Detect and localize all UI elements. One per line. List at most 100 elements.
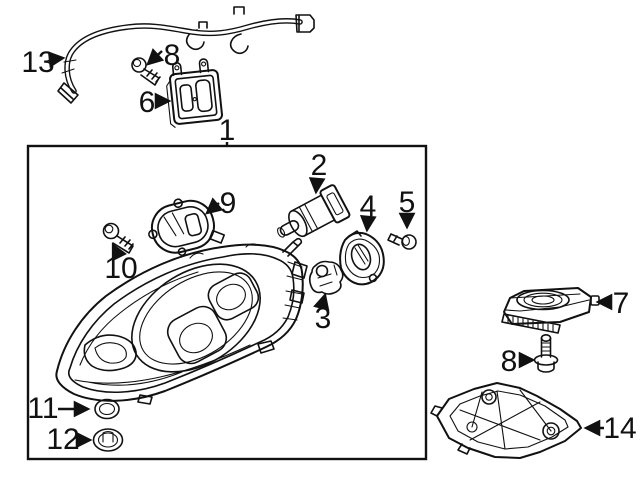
cover4-rim	[344, 238, 381, 279]
cover4-opening	[350, 243, 372, 271]
lamp-back-tabs	[289, 261, 308, 304]
module-panel-right	[195, 79, 213, 113]
bracket14-outline	[436, 382, 582, 459]
callout-arrows	[47, 48, 613, 449]
callout-12[interactable]: 12	[46, 423, 79, 456]
led-module-drawing	[501, 287, 600, 334]
ring11-outer	[94, 398, 120, 420]
callout-13[interactable]: 13	[21, 46, 54, 79]
holder3-outline	[308, 260, 344, 295]
mounting-bracket-drawing	[430, 382, 582, 459]
harness-tube-core	[65, 19, 302, 93]
lamp-pocket-outline	[83, 334, 137, 372]
callout-2-arrow	[308, 177, 326, 195]
callout-8-right[interactable]: 8	[501, 345, 518, 378]
lamp-top-bump	[189, 243, 258, 259]
module7-ring-outer	[516, 289, 570, 311]
callout-5[interactable]: 5	[399, 186, 416, 219]
module-panel-left	[179, 84, 194, 112]
wiring-harness-drawing	[57, 6, 315, 104]
callout-4[interactable]: 4	[360, 190, 377, 223]
screw-left-head-inner	[104, 224, 114, 234]
cover9-outer	[150, 199, 215, 254]
lamp-back-slats	[282, 261, 304, 321]
callout-3[interactable]: 3	[315, 302, 332, 335]
lamp-top-pin	[282, 237, 303, 257]
cap-drawing	[92, 428, 124, 452]
callout-3-arrow	[313, 292, 330, 311]
cover9-ear-top	[173, 198, 183, 209]
bolt8-tip	[540, 333, 552, 342]
bulb2-body	[290, 194, 336, 237]
lamp-contour-bottom	[74, 344, 251, 386]
bracket14-tabs	[430, 405, 471, 455]
screw-upper-shaft	[140, 68, 161, 86]
harness-right-connector	[295, 14, 315, 33]
callout-13-arrow	[47, 51, 66, 68]
cover9-inner	[157, 206, 209, 248]
screw5-head-inner	[402, 236, 410, 246]
module7-ring-mid	[523, 292, 563, 308]
module-ear-hole-left	[174, 65, 180, 71]
cover4-screw-hole	[368, 273, 378, 283]
bulb2-collar	[298, 203, 319, 233]
headlamp-drawing	[55, 237, 308, 405]
cap12-outer	[92, 428, 124, 452]
harness-band-lines	[61, 59, 77, 74]
bulb2-connector-inner	[326, 192, 344, 216]
bracket14-boss-right-hole	[546, 426, 556, 436]
callout-2[interactable]: 2	[311, 149, 328, 182]
screw5-shaft	[387, 233, 403, 246]
lamp-projector-upper	[207, 272, 260, 321]
screw-upper-head-inner	[132, 58, 142, 68]
cover9-detail	[184, 212, 203, 237]
callout-11[interactable]: 11	[27, 392, 58, 425]
screw-left-shaft	[112, 235, 134, 254]
lamp-projector-upper-lens	[216, 283, 246, 311]
lamp-inner-bezel	[67, 253, 295, 394]
module-dot	[192, 96, 197, 102]
cap12-key	[102, 430, 114, 443]
cover9-ear-left	[148, 229, 158, 240]
module-ears	[171, 58, 210, 77]
harness-tab-icon	[198, 6, 245, 29]
module7-heatsink-rail	[501, 313, 561, 334]
bracket14-boss-left	[466, 421, 478, 433]
bulb2-connector	[319, 184, 351, 224]
module7-heatsink-fins	[507, 315, 554, 333]
holder3-hole	[315, 264, 329, 278]
lamp-bottom-tab	[137, 340, 275, 405]
lamp-pocket-inner	[94, 342, 127, 364]
lamp-contour-top	[79, 271, 199, 366]
access-cover-drawing	[148, 198, 225, 257]
callout-4-arrow	[359, 215, 377, 233]
bracket14-boss-right	[542, 422, 560, 440]
bracket14-boss-top	[481, 389, 497, 405]
cover4-outer	[339, 231, 385, 286]
screw5-head	[401, 234, 417, 250]
callout-10[interactable]: 10	[104, 252, 137, 285]
cover9-ear-bottom	[177, 247, 187, 257]
callout-14[interactable]: 14	[603, 412, 636, 445]
callout-8-top[interactable]: 8	[164, 39, 181, 72]
seal-ring-drawing	[94, 398, 120, 420]
screw-upper-head	[131, 57, 147, 73]
bracket14-boss-top-hole	[485, 393, 493, 401]
cover9-creases	[163, 212, 185, 237]
cover4-tab	[348, 230, 362, 237]
callout-1[interactable]: 1	[219, 114, 236, 147]
module-ear-hole-right	[201, 61, 207, 67]
screw-upper-drawing	[131, 57, 161, 86]
callout-6[interactable]: 6	[139, 86, 156, 119]
ring11-inner	[98, 402, 116, 416]
screw-left-drawing	[102, 222, 134, 254]
lamp-projector-lower-lens	[179, 322, 213, 354]
retainer-cover-drawing	[339, 230, 385, 286]
bulb2-tip	[277, 227, 286, 238]
callout-9[interactable]: 9	[220, 187, 237, 220]
callout-7[interactable]: 7	[613, 287, 630, 320]
lamp-outer-outline	[55, 243, 304, 402]
holder3-facets	[317, 264, 338, 287]
